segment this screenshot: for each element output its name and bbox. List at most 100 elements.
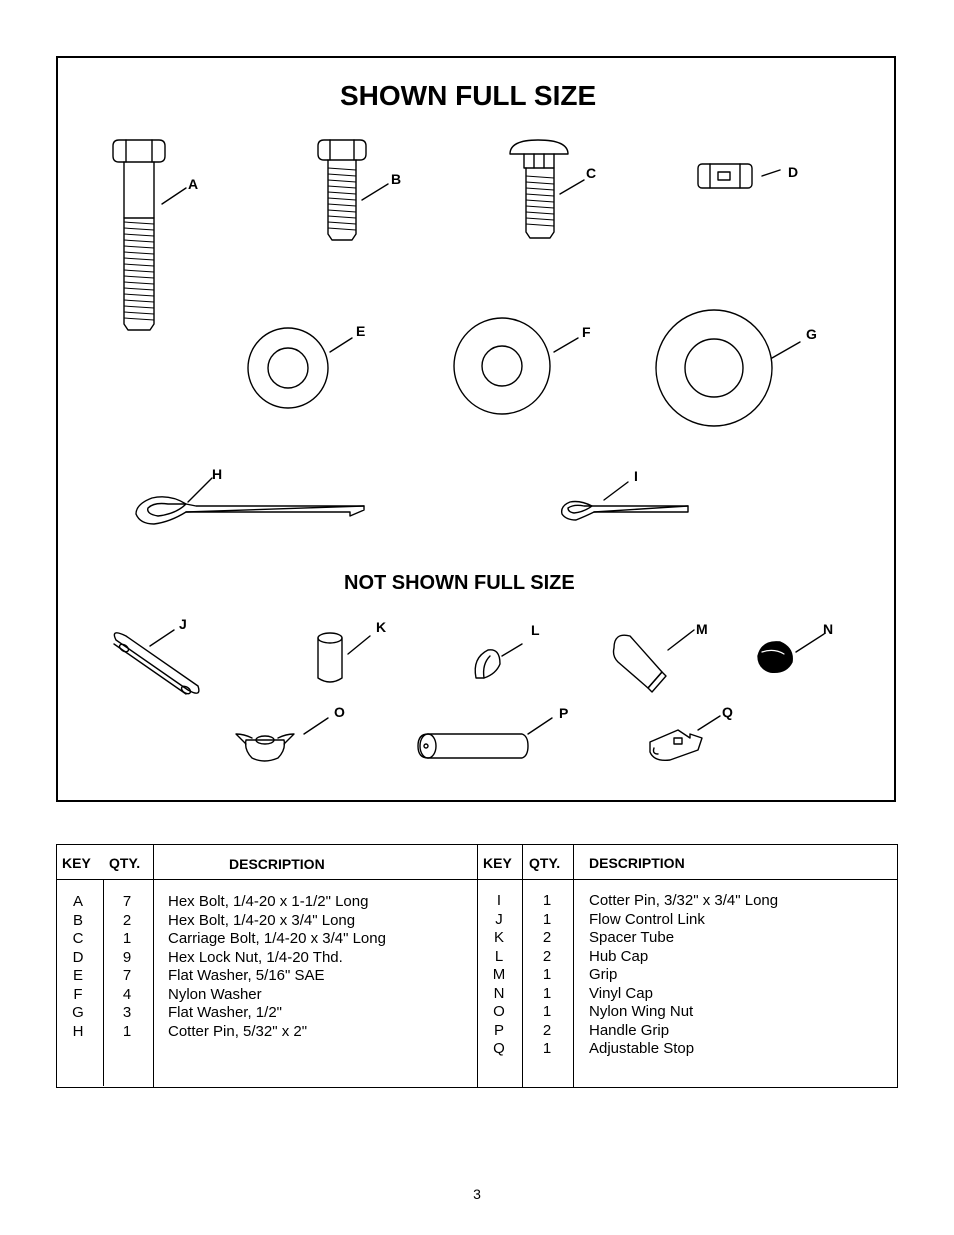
table-cell-key: F — [73, 985, 83, 1003]
table-cell-key: N — [493, 984, 505, 1002]
table-cell-key: K — [493, 929, 504, 946]
part-o-nylon-wing-nut — [235, 717, 329, 762]
table-cell-description: Hex Bolt, 1/4-20 x 1-1/2" Long — [168, 893, 369, 910]
part-h-cotter-pin-large — [135, 477, 365, 525]
label-o: O — [334, 704, 345, 720]
part-e-flat-washer — [247, 327, 353, 409]
table-cell-qty: 7 — [122, 893, 132, 910]
right-description-column: Cotter Pin, 3/32" x 3/4" Long Flow Contr… — [589, 892, 778, 1059]
table-cell-key: P — [493, 1021, 504, 1039]
label-l: L — [531, 622, 540, 638]
part-k-spacer-tube — [317, 632, 371, 683]
table-cell-key: I — [496, 892, 502, 909]
table-cell-qty: 1 — [542, 910, 552, 928]
col-divider-middle — [477, 845, 478, 1087]
right-key-column: I J K L M N O P Q — [484, 892, 514, 1059]
table-cell-qty: 9 — [122, 948, 132, 966]
label-i: I — [634, 468, 638, 484]
part-g-flat-washer-large — [655, 309, 801, 427]
table-cell-description: Grip — [589, 966, 618, 983]
part-l-hub-cap — [474, 643, 523, 679]
table-cell-description: Cotter Pin, 3/32" x 3/4" Long — [589, 892, 779, 909]
table-cell-qty: 2 — [542, 947, 552, 965]
table-cell-description: Hub Cap — [589, 947, 649, 965]
table-cell-qty: 1 — [542, 1003, 552, 1020]
part-q-adjustable-stop — [649, 715, 721, 762]
table-cell-qty: 2 — [122, 911, 132, 929]
col-divider-key2 — [522, 845, 523, 1087]
shown-full-size-heading: SHOWN FULL SIZE — [340, 80, 597, 111]
table-cell-description: Nylon Washer — [168, 985, 262, 1003]
table-cell-key: L — [494, 947, 504, 965]
table-cell-qty: 2 — [542, 1021, 552, 1039]
table-cell-key: J — [495, 910, 503, 928]
table-cell-qty: 1 — [122, 930, 132, 947]
parts-list-table: KEY QTY. DESCRIPTION KEY QTY. DESCRIPTIO… — [56, 844, 898, 1088]
left-description-column: Hex Bolt, 1/4-20 x 1-1/2" Long Hex Bolt,… — [168, 893, 386, 1041]
part-d-hex-lock-nut — [697, 163, 781, 189]
table-cell-key: O — [493, 1003, 505, 1020]
label-d: D — [788, 164, 799, 180]
parts-drawings — [112, 139, 825, 762]
table-cell-description: Hex Lock Nut, 1/4-20 Thd. — [168, 948, 343, 966]
label-c: C — [586, 165, 597, 181]
left-key-column: A B C D E F G H — [63, 893, 93, 1041]
parts-illustration-box: SHOWN FULL SIZE NOT SHOWN FULL SIZE — [56, 56, 896, 802]
part-c-carriage-bolt — [509, 139, 585, 239]
table-cell-key: D — [72, 948, 84, 966]
table-cell-description: Flow Control Link — [589, 910, 705, 928]
table-cell-description: Flat Washer, 5/16" SAE — [168, 967, 325, 984]
table-cell-description: Spacer Tube — [589, 929, 675, 946]
part-j-flow-control-link — [113, 629, 200, 695]
part-i-cotter-pin-small — [560, 481, 689, 521]
table-cell-key: Q — [493, 1040, 505, 1057]
table-cell-description: Flat Washer, 1/2" — [168, 1004, 282, 1021]
not-shown-full-size-heading: NOT SHOWN FULL SIZE — [344, 572, 575, 594]
label-n: N — [823, 621, 834, 637]
label-f: F — [582, 324, 591, 340]
part-p-handle-grip — [417, 717, 553, 759]
table-cell-qty: 2 — [542, 929, 552, 946]
label-g: G — [806, 326, 817, 342]
right-qty-column: 1 1 2 2 1 1 1 2 1 — [533, 892, 561, 1059]
page-number: 3 — [473, 1186, 481, 1202]
table-cell-qty: 1 — [122, 1022, 132, 1040]
header-qty-2: QTY. — [529, 855, 561, 871]
part-m-grip — [612, 629, 695, 693]
header-qty: QTY. — [109, 855, 141, 871]
table-cell-description: Adjustable Stop — [589, 1040, 695, 1057]
part-b-hex-bolt-short — [317, 139, 389, 241]
table-cell-description: Carriage Bolt, 1/4-20 x 3/4" Long — [168, 930, 386, 947]
part-f-nylon-washer — [453, 317, 579, 415]
table-cell-key: A — [72, 893, 83, 910]
label-m: M — [696, 621, 708, 637]
label-b: B — [391, 171, 402, 187]
header-key-2: KEY — [483, 855, 512, 871]
part-n-vinyl-cap — [757, 633, 825, 673]
header-description-2: DESCRIPTION — [589, 855, 685, 871]
table-cell-qty: 1 — [542, 984, 552, 1002]
table-cell-key: B — [72, 911, 83, 929]
table-cell-key: H — [72, 1022, 84, 1040]
table-cell-key: C — [72, 930, 84, 947]
col-divider-qty2 — [573, 845, 574, 1087]
table-cell-key: E — [72, 967, 83, 984]
part-a-hex-bolt-long — [112, 139, 187, 331]
label-a: A — [188, 176, 199, 192]
label-j: J — [179, 616, 187, 632]
table-cell-qty: 3 — [122, 1004, 132, 1021]
table-cell-qty: 1 — [542, 966, 552, 983]
left-qty-column: 7 2 1 9 7 4 3 1 — [113, 893, 141, 1041]
header-key: KEY — [62, 855, 91, 871]
label-e: E — [356, 323, 366, 339]
table-cell-key: M — [492, 966, 506, 983]
label-h: H — [212, 466, 223, 482]
header-description: DESCRIPTION — [229, 856, 325, 872]
label-q: Q — [722, 704, 733, 720]
table-cell-qty: 1 — [542, 1040, 552, 1057]
label-p: P — [559, 705, 569, 721]
table-cell-description: Handle Grip — [589, 1021, 670, 1039]
col-divider-qty — [153, 845, 154, 1087]
table-cell-description: Vinyl Cap — [589, 984, 653, 1002]
table-cell-description: Cotter Pin, 5/32" x 2" — [168, 1022, 308, 1040]
